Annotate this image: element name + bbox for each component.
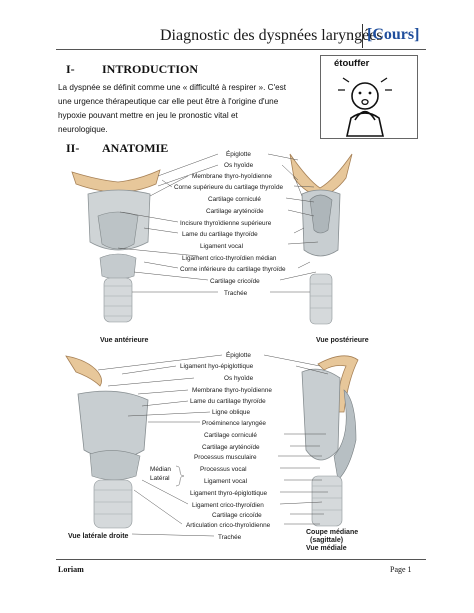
header-tag: [Cours]	[367, 26, 420, 43]
bottom-label-os-hyoide: Os hyoïde	[224, 375, 254, 382]
lateral-view-illustration	[65, 355, 149, 529]
larynx-anatomy-figure: Épiglotte Os hyoïde Membrane thyro-hyoïd…	[65, 150, 369, 552]
top-label-os-hyoide: Os hyoïde	[224, 162, 254, 169]
top-label-epiglotte: Épiglotte	[226, 150, 251, 158]
section2-title: ANATOMIE	[102, 141, 169, 155]
posterior-view-illustration	[289, 153, 353, 325]
choking-person-icon	[338, 77, 392, 137]
top-label-cartilage-cornicule: Cartilage corniculé	[208, 196, 261, 203]
top-label-cartilage-arytenoide: Cartilage aryténoïde	[206, 208, 264, 215]
top-label-ligament-vocal: Ligament vocal	[200, 243, 243, 250]
intro-paragraph: La dyspnée se définit comme une « diffic…	[58, 83, 287, 134]
caption-sagittale: (sagittale)	[310, 537, 343, 544]
side-label-lateral: Latéral	[150, 475, 170, 482]
section1-number: I-	[66, 62, 75, 76]
section1-title: INTRODUCTION	[102, 62, 199, 76]
header-rule	[56, 49, 426, 50]
bottom-label-trachee: Trachée	[218, 534, 242, 541]
top-label-trachee: Trachée	[224, 290, 248, 297]
section2-number: II-	[66, 141, 80, 155]
bottom-leader-lines	[97, 354, 329, 537]
pictogram-frame	[320, 55, 418, 139]
bottom-label-ligament-crico-thyroidien: Ligament crico-thyroïdien	[192, 502, 264, 509]
top-label-cartilage-cricoide: Cartilage cricoïde	[210, 278, 260, 285]
caption-coupe-mediane: Coupe médiane	[306, 529, 358, 536]
bottom-label-cartilage-cornicule: Cartilage corniculé	[204, 432, 257, 439]
bottom-label-membrane-thyro-hyoidienne: Membrane thyro-hyoïdienne	[192, 387, 272, 394]
bottom-label-proeminence-laryngee: Proéminence laryngée	[202, 420, 266, 427]
anterior-view-illustration	[71, 169, 161, 323]
bottom-label-cartilage-arytenoide: Cartilage aryténoïde	[202, 444, 260, 451]
top-label-corne-superieure: Corne supérieure du cartilage thyroïde	[174, 184, 284, 191]
top-label-lame-cartilage-thyroide: Lame du cartilage thyroïde	[182, 231, 258, 238]
top-label-membrane-thyro-hyoidienne: Membrane thyro-hyoïdienne	[192, 173, 272, 180]
bottom-label-lame-cartilage-thyroide: Lame du cartilage thyroïde	[190, 398, 266, 405]
top-leader-lines	[117, 153, 319, 293]
caption-vue-posterieure: Vue postérieure	[316, 337, 369, 344]
bottom-label-cartilage-cricoide: Cartilage cricoïde	[212, 512, 262, 519]
side-label-median: Médian	[150, 466, 171, 473]
top-label-incisure-thyroidienne: Incisure thyroïdienne supérieure	[180, 220, 272, 227]
bottom-label-ligament-thyro-epiglottique: Ligament thyro-épiglottique	[190, 490, 268, 497]
bottom-label-ligament-vocal: Ligament vocal	[204, 478, 247, 485]
top-label-ligament-crico-thyroidien-median: Ligament crico-thyroïdien médian	[182, 255, 277, 262]
page-header-title: Diagnostic des dyspnées laryngées	[160, 27, 383, 44]
bottom-label-ligne-oblique: Ligne oblique	[212, 409, 250, 416]
brace-icon	[175, 465, 185, 487]
caption-vue-laterale-droite: Vue latérale droite	[68, 533, 129, 540]
footer-page-number: Page 1	[390, 565, 412, 574]
median-section-illustration	[301, 355, 359, 527]
footer-rule	[56, 559, 426, 560]
pictogram-label: étouffer	[334, 58, 370, 69]
header-separator	[362, 24, 363, 48]
bottom-label-ligament-hyo-epiglottique: Ligament hyo-épiglottique	[180, 363, 254, 370]
caption-vue-anterieure: Vue antérieure	[100, 337, 148, 344]
top-label-corne-inferieure: Corne inférieure du cartilage thyroïde	[180, 266, 286, 273]
footer-author: Loriam	[58, 565, 84, 574]
bottom-label-processus-vocal: Processus vocal	[200, 466, 247, 473]
bottom-label-epiglotte: Épiglotte	[226, 350, 251, 359]
caption-vue-mediale: Vue médiale	[306, 545, 347, 552]
bottom-label-processus-musculaire: Processus musculaire	[194, 454, 257, 461]
bottom-label-articulation-crico-thyroidienne: Articulation crico-thyroïdienne	[186, 522, 271, 529]
